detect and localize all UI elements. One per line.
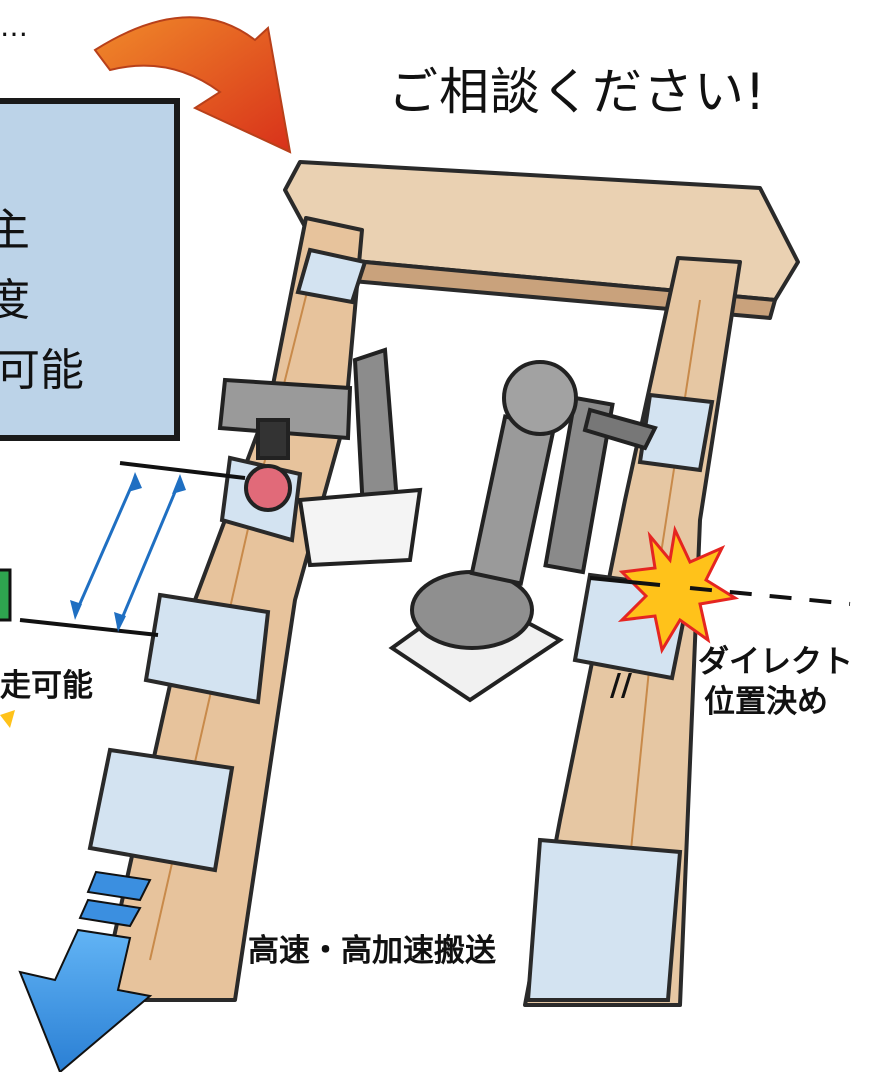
yellow-marker bbox=[0, 710, 15, 728]
info-box: 主 度 可能 bbox=[0, 98, 180, 441]
trailing-dots: … bbox=[0, 10, 30, 43]
info-line-3: 可能 bbox=[0, 345, 84, 396]
label-run-possible: 走可能 bbox=[0, 668, 93, 704]
label-direct-positioning-1: ダイレクト bbox=[698, 644, 853, 680]
green-marker bbox=[0, 568, 12, 622]
parallel-mark: // bbox=[610, 668, 632, 703]
info-line-2: 度 bbox=[0, 275, 30, 326]
label-high-speed-transport: 高速・高加速搬送 bbox=[248, 933, 496, 969]
label-direct-positioning-2: 位置決め bbox=[704, 684, 828, 720]
dimension-indicator bbox=[19, 461, 246, 637]
headline: ご相談ください! bbox=[388, 63, 767, 121]
curved-arrow-icon bbox=[93, 16, 292, 154]
robot-arm bbox=[388, 360, 658, 703]
down-arrow-icon bbox=[18, 870, 153, 1072]
bellows-covers bbox=[87, 247, 715, 1002]
collision-burst-icon bbox=[617, 524, 740, 655]
camera-carriage bbox=[217, 347, 423, 568]
alignment-line bbox=[589, 576, 851, 606]
info-line-1: 主 bbox=[0, 205, 30, 256]
